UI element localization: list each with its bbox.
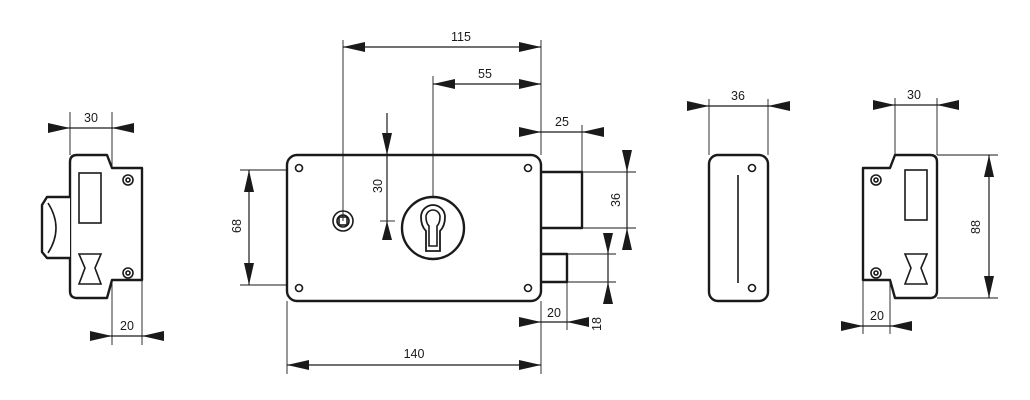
front-bolt-projection-label: 25 — [555, 115, 569, 129]
keeper-dimension-width: 30 — [873, 88, 959, 155]
front-view — [285, 153, 584, 303]
left-width-label: 30 — [84, 111, 98, 125]
keeper-bottom-label: 20 — [870, 309, 884, 323]
front-cylinder-offset-label: 55 — [478, 67, 492, 81]
left-end-bolt-slot — [78, 172, 102, 224]
front-latch-height-label: 18 — [590, 317, 604, 331]
front-knob-offset-label: 30 — [371, 179, 385, 193]
left-bottom-label: 20 — [120, 319, 134, 333]
front-cylinder-keyway — [420, 204, 446, 252]
left-end-knob-curve — [47, 202, 57, 254]
keeper-view — [861, 153, 939, 300]
front-dimension-latch-projection: 20 — [519, 282, 589, 330]
front-dimension-height: 68 — [230, 169, 287, 286]
front-case-screw-top-left — [294, 163, 304, 173]
keeper-screw-bottom — [870, 267, 882, 279]
front-bolt-height-label: 36 — [609, 193, 623, 207]
front-dimension-latch-height: 18 — [567, 233, 616, 331]
left-end-latch-slot — [77, 253, 103, 285]
keeper-latch-slot — [903, 253, 929, 285]
front-dimension-cylinder-offset: 55 — [432, 67, 541, 197]
keeper-dimension-height: 88 — [937, 154, 998, 299]
keeper-body — [861, 153, 939, 300]
side-dimension-width: 36 — [687, 89, 790, 155]
left-end-screw-top — [122, 174, 134, 186]
left-end-view — [40, 153, 144, 300]
keeper-dimension-bottom: 20 — [841, 280, 912, 334]
front-dimension-overall-width: 115 — [342, 30, 542, 221]
side-view — [707, 153, 770, 303]
front-length-label: 140 — [404, 347, 425, 361]
front-case-screw-top-right — [523, 163, 533, 173]
keeper-width-label: 30 — [907, 88, 921, 102]
keeper-screw-top — [870, 174, 882, 186]
side-screw-bottom — [747, 283, 757, 293]
keeper-screw-top-inner — [873, 177, 879, 183]
front-latch — [538, 252, 569, 284]
side-screw-top — [747, 163, 757, 173]
side-width-label: 36 — [731, 89, 745, 103]
left-end-screw-bottom — [122, 267, 134, 279]
front-dimension-bolt-projection: 25 — [519, 115, 604, 172]
front-case-screw-bottom-left — [294, 283, 304, 293]
front-dimension-bolt-height: 36 — [582, 150, 636, 250]
left-end-screw-top-inner — [125, 177, 131, 183]
keeper-height-label: 88 — [969, 220, 983, 234]
keeper-bolt-slot — [904, 169, 928, 221]
front-overall-width-label: 115 — [451, 30, 471, 44]
front-dimension-knob-offset: 30 — [371, 113, 395, 240]
front-latch-projection-label: 20 — [547, 306, 561, 320]
front-height-label: 68 — [230, 219, 244, 233]
left-end-screw-bottom-inner — [125, 270, 131, 276]
front-case-screw-bottom-right — [523, 283, 533, 293]
left-dimension-bottom: 20 — [90, 280, 164, 345]
keeper-screw-bottom-inner — [873, 270, 879, 276]
front-dimension-length: 140 — [286, 301, 542, 374]
left-dimension-width: 30 — [48, 111, 134, 168]
front-bolt — [538, 170, 584, 230]
front-cylinder-keyway-inner — [425, 209, 441, 247]
